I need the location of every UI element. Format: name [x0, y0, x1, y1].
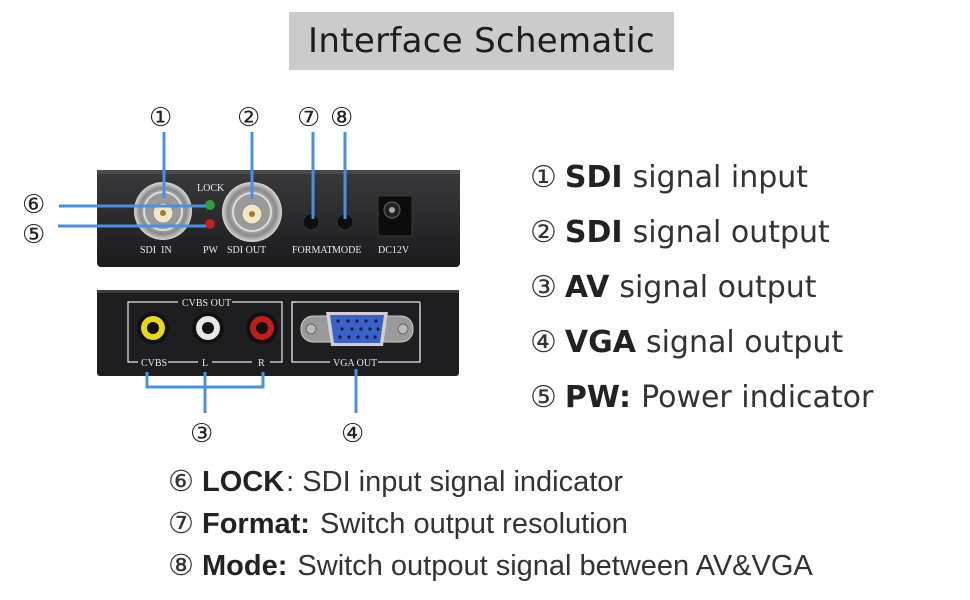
label-mode: MODE	[332, 245, 361, 256]
label-pw: PW	[203, 245, 219, 256]
front-callout-lines	[58, 132, 347, 228]
legend-number: ④	[530, 325, 557, 360]
callout-8: ⑧	[330, 103, 353, 133]
callout-3: ③	[190, 419, 213, 449]
legend-key: LOCK	[202, 466, 285, 498]
cvbs-frame	[127, 301, 421, 363]
label-l: L	[202, 358, 208, 369]
label-r: R	[258, 358, 265, 369]
rear-panel-body	[97, 290, 459, 376]
rca-yellow-cvbs	[137, 312, 169, 344]
rear-callout-lines	[145, 369, 358, 413]
label-lock: LOCK	[197, 183, 225, 194]
legend-number: ②	[530, 215, 557, 250]
front-panel: LOCK SDI IN PW SDI OUT FORMAT MODE DC12V…	[22, 103, 460, 267]
legend-text: signal output	[619, 270, 817, 305]
legend-key: Mode:	[202, 550, 288, 582]
callout-4: ④	[341, 419, 364, 449]
sdi-out-connector	[222, 182, 282, 242]
legend-key: PW:	[564, 380, 632, 415]
label-dc12v: DC12V	[378, 245, 410, 256]
legend-number: ①	[530, 160, 557, 195]
legend-text: Switch output resolution	[311, 508, 628, 540]
label-vga-out: VGA OUT	[333, 358, 377, 369]
legend-number: ⑤	[530, 380, 557, 415]
legend-number: ⑦	[168, 508, 194, 540]
legend-key: SDI	[564, 160, 623, 195]
legend-text: Switch outpout signal between AV&VGA	[289, 550, 813, 582]
legend-key: VGA	[564, 325, 636, 360]
legend-text: Power indicator	[641, 380, 874, 415]
legend-text: : SDI input signal indicator	[286, 466, 624, 498]
device-diagram: LOCK SDI IN PW SDI OUT FORMAT MODE DC12V…	[22, 103, 460, 449]
callout-2: ②	[237, 103, 260, 133]
vga-connector	[300, 312, 414, 346]
label-sdi-out: SDI OUT	[227, 245, 266, 256]
page-title: Interface Schematic	[308, 21, 655, 61]
legend-number: ⑧	[168, 550, 194, 582]
lock-led	[205, 200, 215, 210]
legend-number: ③	[530, 270, 557, 305]
label-cvbs: CVBS	[141, 358, 167, 369]
rear-panel: CVBS OUT CVBS L R VGA OUT ③ ④	[97, 290, 459, 449]
rca-red-r	[246, 312, 278, 344]
format-button[interactable]	[302, 213, 320, 231]
dc-power-jack	[377, 195, 413, 237]
pw-led	[205, 219, 215, 229]
legend-text: signal input	[632, 160, 809, 195]
legend-text: signal output	[645, 325, 844, 360]
legend-key: AV	[564, 270, 610, 305]
callout-7: ⑦	[297, 103, 320, 133]
legend-key: SDI	[564, 215, 623, 250]
callout-1: ①	[149, 103, 172, 133]
title-banner: Interface Schematic	[289, 12, 674, 70]
callout-6: ⑥	[22, 190, 45, 220]
legend-key: Format:	[202, 508, 310, 540]
label-format: FORMAT	[292, 245, 333, 256]
legend-text: signal output	[632, 215, 830, 250]
label-sdi-in: SDI IN	[140, 245, 172, 256]
legend-number: ⑥	[168, 466, 194, 498]
rca-white-l	[192, 312, 224, 344]
label-cvbs-out: CVBS OUT	[182, 298, 231, 309]
callout-5: ⑤	[22, 220, 45, 250]
